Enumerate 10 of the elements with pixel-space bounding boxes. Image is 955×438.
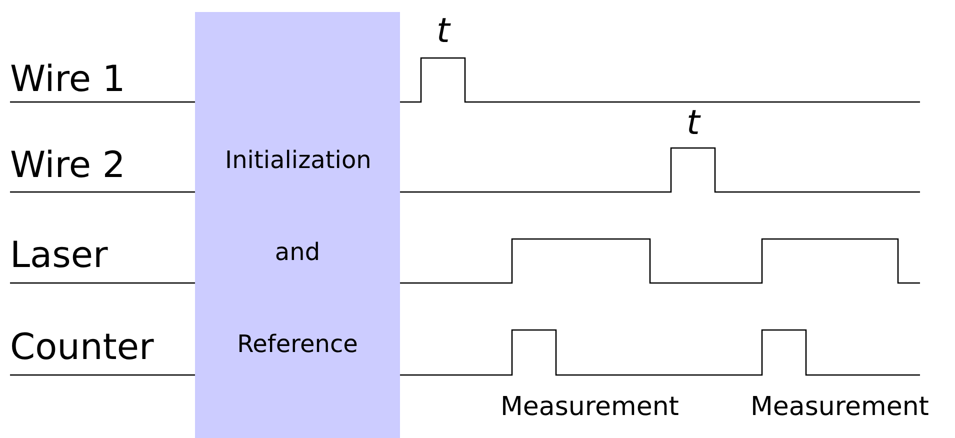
pulse-width-label: t [686,106,700,140]
signal-name: Wire 1 [10,62,126,98]
pulse-width-label: t [436,14,450,48]
signal-name: Counter [10,330,154,366]
phase-label: Initialization and Reference [224,145,372,360]
signal-name: Laser [10,238,108,274]
pulse-caption: Measurement [750,394,929,420]
signal-name: Wire 2 [10,148,126,184]
pulse-caption: Measurement [500,394,679,420]
phase-band [195,12,400,438]
